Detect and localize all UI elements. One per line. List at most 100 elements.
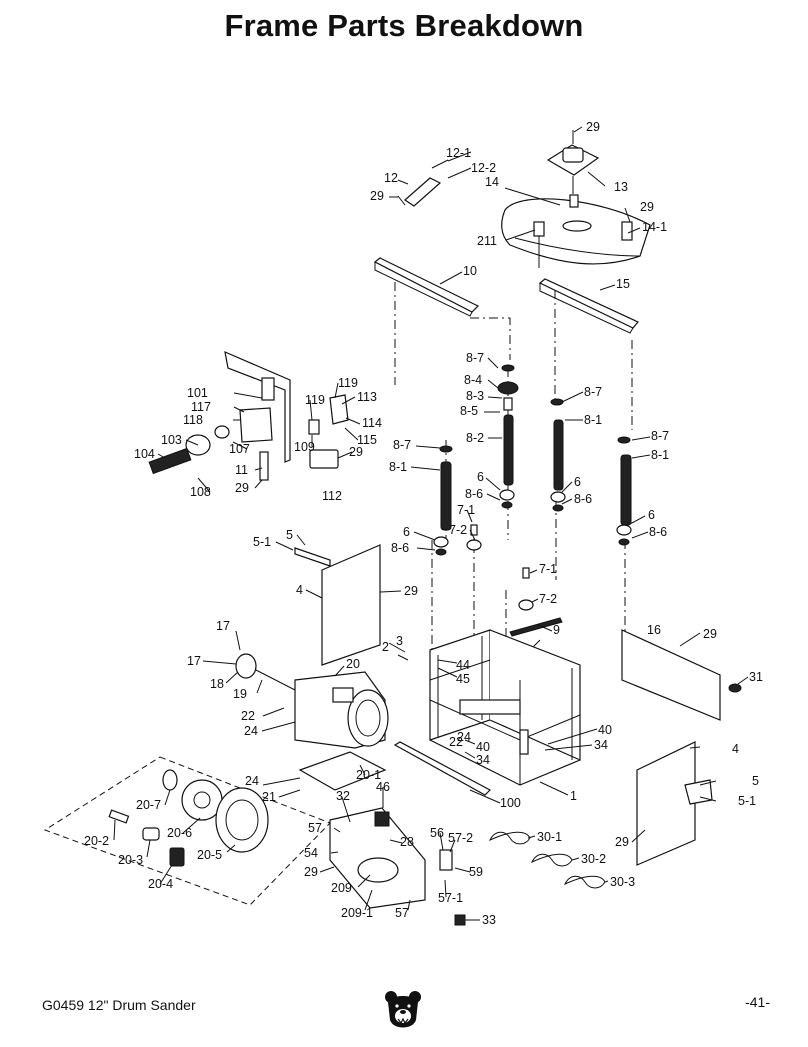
callout: 30-3 [610,875,635,889]
callout: 19 [233,687,247,701]
callout: 22 [241,709,255,723]
callout: 8-6 [574,492,592,506]
callout: 100 [500,796,521,810]
callout: 8-6 [391,541,409,555]
callout: 5-1 [253,535,271,549]
callout: 10 [463,264,477,278]
upper-rail-right [538,278,639,334]
callout: 12 [384,171,398,185]
callout: 57 [308,821,322,835]
hood-bracket [397,159,449,207]
callout: 20-3 [118,853,143,867]
callout: 20-1 [356,768,381,782]
callout: 46 [376,780,390,794]
callout: 54 [304,846,318,860]
electrical-box [329,807,466,926]
callout: 57-2 [448,831,473,845]
base-rail [393,741,491,796]
callouts: 29 12-1 12-2 12 14 29 13 29 14-1 211 10 … [84,120,763,927]
callout: 119 [338,376,358,390]
callout: 14 [485,175,499,189]
cover-bracket-small [621,221,633,241]
callout: 8-5 [460,404,478,418]
callout: 101 [187,386,208,400]
callout: 6 [403,525,410,539]
callout: 117 [191,400,211,414]
callout: 107 [229,442,250,456]
callout: 119 [305,393,325,407]
callout: 8-2 [466,431,484,445]
callout: 33 [482,913,496,927]
callout: 28 [400,835,414,849]
callout: 6 [574,475,581,489]
callout: 29 [703,627,717,641]
callout: 5 [286,528,293,542]
page-title: Frame Parts Breakdown [224,8,584,43]
callout: 56 [430,826,444,840]
side-panel-left [294,544,381,666]
callout: 24 [245,774,259,788]
callout: 20-7 [136,798,161,812]
callout: 12-2 [471,161,496,175]
callout: 20-2 [84,834,109,848]
callout: 112 [322,489,342,503]
callout: 8-1 [584,413,602,427]
callout: 44 [456,658,470,672]
frame-stand [429,629,581,786]
callout: 8-7 [651,429,669,443]
callout: 18 [210,677,224,691]
callout: 8-3 [466,389,484,403]
page-number: -41- [745,994,770,1010]
callout: 57-1 [438,891,463,905]
callout: 20 [346,657,360,671]
side-panel-right [636,741,713,866]
leader-lines [113,126,749,921]
callout: 113 [357,390,377,404]
callout: 24 [244,724,258,738]
fan-parts-box [43,756,331,906]
callout: 7-1 [539,562,557,576]
callout: 209-1 [341,906,373,920]
callout: 109 [294,440,315,454]
callout: 15 [616,277,630,291]
callout: 11 [235,463,248,477]
callout: 59 [469,865,483,879]
callout: 12-1 [446,146,471,160]
callout: 40 [598,723,612,737]
power-cords [488,831,606,889]
callout: 8-6 [649,525,667,539]
callout: 8-6 [465,487,483,501]
callout: 29 [235,481,249,495]
callout: 7-2 [539,592,557,606]
callout: 1 [570,789,577,803]
callout: 40 [476,740,490,754]
feed-rail [509,617,563,637]
callout: 29 [640,200,654,214]
callout: 209 [331,881,352,895]
dust-nozzle [533,221,545,268]
callout: 14-1 [642,220,667,234]
callout: 104 [134,447,155,461]
callout: 8-4 [464,373,482,387]
footer-model: G0459 12" Drum Sander [42,997,196,1013]
callout: 9 [553,623,560,637]
callout: 57 [395,906,409,920]
callout: 6 [648,508,655,522]
callout: 17 [216,619,230,633]
callout: 8-1 [389,460,407,474]
callout: 8-7 [584,385,602,399]
callout: 8-1 [651,448,669,462]
callout: 5-1 [738,794,756,808]
callout: 4 [296,583,303,597]
callout: 29 [586,120,600,134]
callout: 7-2 [449,523,467,537]
callout: 30-2 [581,852,606,866]
callout: 31 [749,670,763,684]
callout: 2 [382,640,389,654]
callout: 29 [304,865,318,879]
callout: 211 [477,234,497,248]
callout: 20-6 [167,826,192,840]
callout: 103 [161,433,182,447]
callout: 115 [357,433,377,447]
